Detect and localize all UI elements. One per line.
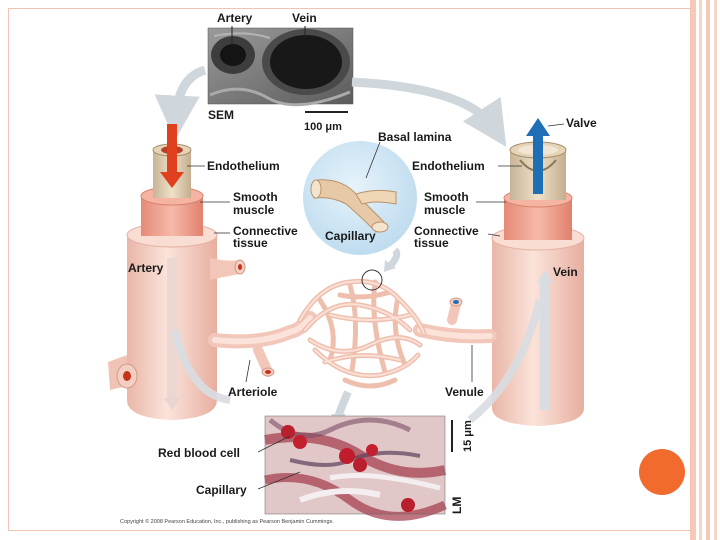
smooth-muscle-label-left-1: Smooth: [233, 190, 278, 204]
artery-label: Artery: [128, 261, 164, 275]
frame-stripe-2: [699, 0, 702, 540]
sem-scale-label: 100 μm: [304, 121, 342, 133]
connective-tissue-label-right-1: Connective: [414, 224, 479, 238]
sem-micrograph: [207, 27, 354, 107]
capillary-lm-label: Capillary: [196, 483, 247, 497]
basal-lamina-label: Basal lamina: [378, 130, 452, 144]
capillary-inset: [303, 141, 417, 255]
endothelium-label-left: Endothelium: [207, 159, 280, 173]
capillary-inset-label: Capillary: [325, 229, 376, 243]
arrow-sem-to-vein: [351, 77, 507, 147]
sem-artery-label: Artery: [217, 11, 253, 25]
lm-scale-label: 15 μm: [462, 420, 474, 452]
endothelium-label-right: Endothelium: [412, 159, 485, 173]
smooth-muscle-label-left-2: muscle: [233, 203, 275, 217]
arteriole-label: Arteriole: [228, 385, 278, 399]
valve-label: Valve: [566, 116, 597, 130]
arrow-sem-to-artery: [154, 65, 207, 141]
frame-stripe-4: [714, 0, 717, 540]
vein-label: Vein: [553, 265, 578, 279]
frame-stripe-3: [706, 0, 710, 540]
venule-label: Venule: [445, 385, 484, 399]
connective-tissue-label-left-2: tissue: [233, 236, 268, 250]
smooth-muscle-label-right-2: muscle: [424, 203, 466, 217]
red-blood-cell-label: Red blood cell: [158, 446, 240, 460]
lm-micrograph: [264, 415, 447, 521]
copyright-text: Copyright © 2008 Pearson Education, Inc.…: [120, 518, 334, 525]
sem-vein-label: Vein: [292, 11, 317, 25]
smooth-muscle-label-right-1: Smooth: [424, 190, 469, 204]
lm-label: LM: [450, 497, 464, 514]
vein-vessel: [491, 118, 585, 426]
connective-tissue-label-left-1: Connective: [233, 224, 298, 238]
connective-tissue-label-right-2: tissue: [414, 236, 449, 250]
sem-label: SEM: [208, 108, 234, 122]
slide-border: [8, 8, 691, 531]
accent-circle: [639, 449, 685, 495]
capillary-bed: [171, 247, 544, 424]
frame-stripe-1: [690, 0, 696, 540]
leader-lines: [187, 123, 565, 490]
